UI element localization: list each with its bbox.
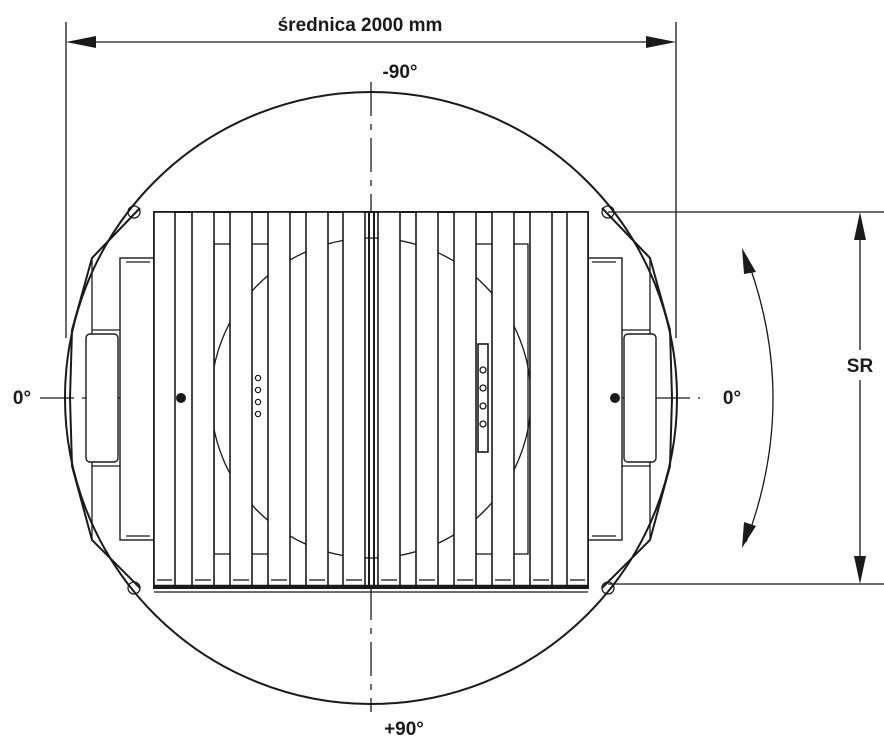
arrow-left-icon bbox=[66, 36, 96, 48]
angle-label-right: 0° bbox=[723, 388, 741, 409]
deck-slat bbox=[342, 211, 366, 587]
deck-slat bbox=[415, 211, 439, 587]
deck-slat bbox=[191, 211, 215, 587]
deck-slat bbox=[229, 211, 253, 587]
pivot-left-icon bbox=[176, 393, 186, 403]
rotation-arc bbox=[742, 248, 774, 548]
deck-slat bbox=[529, 211, 553, 587]
arrow-right-icon bbox=[646, 36, 676, 48]
deck-slat bbox=[453, 211, 477, 587]
angle-label-top: -90° bbox=[382, 62, 417, 83]
roller-deck bbox=[153, 211, 589, 589]
angle-label-bottom: +90° bbox=[384, 719, 424, 740]
sr-dimension: SR bbox=[608, 211, 884, 585]
deck-details bbox=[154, 212, 620, 593]
sr-label: SR bbox=[847, 356, 874, 377]
left-guide-frame bbox=[68, 205, 155, 595]
deck-slat bbox=[491, 211, 515, 587]
sr-arrow-up-icon bbox=[854, 212, 866, 240]
arc-arrow-down-icon bbox=[742, 522, 756, 548]
diameter-dimension: średnica 2000 mm bbox=[65, 15, 677, 338]
diameter-label: średnica 2000 mm bbox=[278, 15, 443, 36]
deck-slat bbox=[566, 211, 589, 587]
sr-arrow-down-icon bbox=[854, 556, 866, 584]
deck-slat bbox=[153, 211, 176, 587]
deck-slat bbox=[377, 211, 401, 587]
deck-slat bbox=[267, 211, 291, 587]
pivot-right-icon bbox=[610, 393, 620, 403]
angle-label-left: 0° bbox=[13, 388, 31, 409]
deck-slat bbox=[305, 211, 329, 587]
right-guide-frame bbox=[587, 205, 674, 595]
arc-arrow-up-icon bbox=[742, 248, 756, 274]
